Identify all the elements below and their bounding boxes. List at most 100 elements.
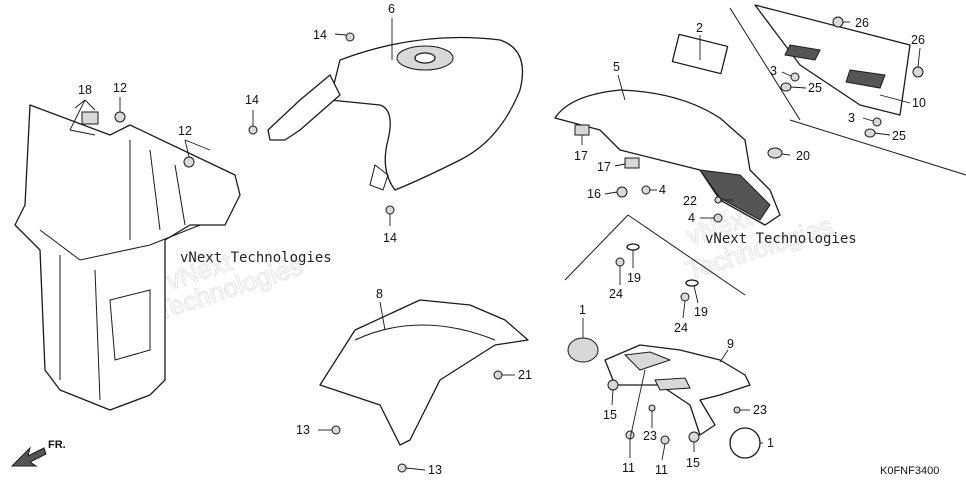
bolt-4-upper[interactable]: [641, 185, 651, 195]
callout-1-right: 1: [767, 436, 774, 450]
callout-18: 18: [78, 83, 92, 97]
bolt-12-lower[interactable]: [183, 156, 195, 168]
screw-14-left[interactable]: [248, 125, 258, 135]
lower-fender-assembly[interactable]: [567, 337, 761, 459]
callout-1-left: 1: [579, 303, 586, 317]
inner-fender-edge-1: [39, 224, 201, 261]
callout-19-left: 19: [627, 271, 641, 285]
inner-fender-panel: [109, 289, 151, 361]
washer-19-right[interactable]: [685, 279, 699, 287]
screw-13-left[interactable]: [331, 425, 341, 435]
nut-15-left[interactable]: [607, 379, 619, 391]
section-dividers: [564, 7, 966, 296]
callout-26-right: 26: [911, 33, 925, 47]
bolt-26-upper[interactable]: [832, 16, 844, 28]
callout-2: 2: [696, 21, 703, 35]
washer-19-left[interactable]: [626, 243, 640, 251]
watermark-text-left: vNext Technologies: [180, 250, 332, 266]
seat-cowl-hook: [369, 164, 389, 191]
grommet-1-left[interactable]: [567, 337, 599, 363]
arrow-icon: [10, 446, 47, 467]
leader-3-upper: [781, 71, 792, 77]
callout-12-lower: 12: [178, 124, 192, 138]
leader-25-upper: [790, 86, 807, 89]
callout-5: 5: [613, 60, 620, 74]
nut-3-lower[interactable]: [872, 117, 882, 127]
seat-cowl-bracket: [267, 74, 341, 141]
leader-10: [879, 94, 911, 104]
callout-11-left: 11: [622, 461, 635, 475]
callout-14-bottom: 14: [383, 231, 397, 245]
leader-13-bottom: [405, 467, 426, 471]
bolt-4-lower[interactable]: [713, 213, 723, 223]
license-bracket-body: [754, 4, 911, 116]
grommet-1-right[interactable]: [729, 427, 761, 459]
license-bracket-assembly[interactable]: [754, 4, 924, 138]
divider-mid-left: [564, 214, 629, 281]
bolt-12-upper[interactable]: [114, 111, 126, 123]
seat-cowl-assembly[interactable]: [248, 32, 524, 215]
callout-6: 6: [388, 2, 395, 16]
leader-11-left: [629, 369, 646, 458]
collar-25-upper[interactable]: [780, 82, 792, 92]
leader-3-lower: [862, 117, 874, 122]
clip-17-lower[interactable]: [624, 157, 640, 169]
front-direction-indicator: FR.: [10, 439, 66, 467]
callout-20: 20: [796, 149, 810, 163]
callout-23-left: 23: [643, 429, 657, 443]
divider-mid-bottom: [627, 214, 746, 296]
screw-24-left[interactable]: [615, 257, 625, 267]
leader-24-right: [682, 300, 686, 319]
rear-fender-tail-shade: [698, 169, 771, 221]
callout-4-upper: 4: [659, 183, 666, 197]
inner-fender-ribs: [129, 140, 186, 240]
rear-mudguard-crease: [354, 324, 496, 341]
screw-13-bottom[interactable]: [397, 463, 407, 473]
clip-17-upper[interactable]: [574, 124, 590, 136]
inner-fender-body: [14, 104, 241, 411]
bolt-11-right[interactable]: [660, 435, 670, 445]
diagram-code: K0FNF3400: [880, 465, 939, 477]
callout-3-upper: 3: [770, 64, 777, 78]
leader-19-right: [693, 285, 699, 304]
callout-17-lower: 17: [597, 160, 611, 174]
screw-24-right[interactable]: [680, 292, 690, 302]
leader-20: [781, 153, 791, 156]
callout-25-lower: 25: [892, 129, 906, 143]
collar-25-lower[interactable]: [864, 128, 876, 138]
rear-mudguard-assembly[interactable]: [319, 299, 529, 473]
clip-18[interactable]: [81, 111, 99, 125]
leader-15-left: [611, 389, 614, 406]
lower-fender-pads: [623, 351, 691, 391]
rear-mudguard-body: [319, 299, 529, 446]
callout-9: 9: [727, 337, 734, 351]
callout-labels: 18 12 12 14 14 14 6 8 13 13 21 2 5 17 17…: [78, 2, 926, 477]
nut-16[interactable]: [616, 186, 628, 198]
screw-22[interactable]: [714, 196, 722, 204]
callout-3-lower: 3: [848, 111, 855, 125]
divider-license-left: [729, 7, 801, 121]
bolt-26-right[interactable]: [912, 66, 924, 78]
leader-lines: [69, 18, 921, 471]
rear-fender-assembly[interactable]: [554, 33, 783, 226]
divider-license-bottom: [789, 119, 966, 176]
screw-23-right[interactable]: [733, 406, 741, 414]
callout-24-right: 24: [674, 321, 688, 335]
screw-21[interactable]: [493, 370, 503, 380]
callout-17-upper: 17: [574, 149, 588, 163]
screw-14-top[interactable]: [345, 32, 355, 42]
callout-19-right: 19: [694, 305, 708, 319]
leader-26-right: [917, 47, 921, 68]
inner-fender-assembly[interactable]: [14, 104, 241, 411]
leader-11-right: [661, 443, 666, 461]
watermark-text-right: vNext Technologies: [705, 231, 857, 247]
callout-15-right: 15: [686, 456, 700, 470]
screw-23-left[interactable]: [648, 404, 656, 412]
screw-14-bottom[interactable]: [385, 205, 395, 215]
lower-fender-body: [604, 344, 751, 436]
nut-15-right[interactable]: [688, 431, 700, 443]
seat-cowl-body: [329, 36, 524, 191]
grommet-20[interactable]: [767, 147, 783, 159]
callout-26-upper: 26: [855, 16, 869, 30]
nut-3-upper[interactable]: [790, 72, 800, 82]
